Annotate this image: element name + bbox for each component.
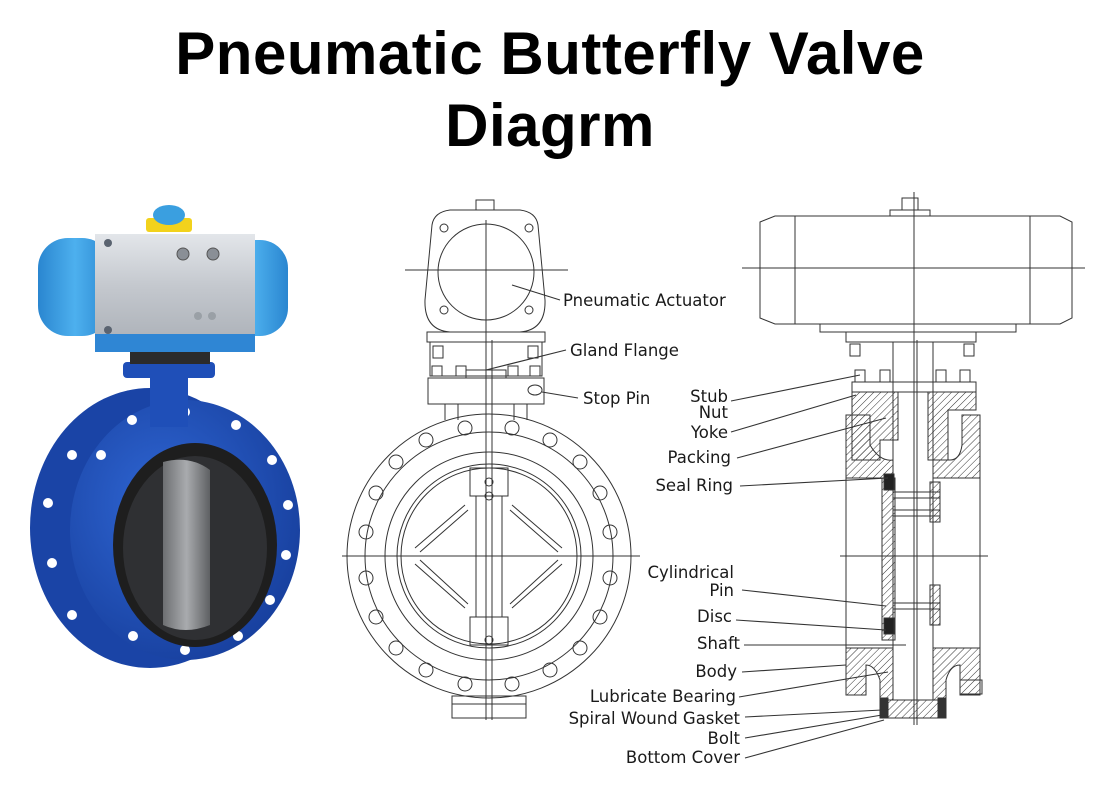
- label-lubricate-bearing: Lubricate Bearing: [589, 687, 736, 706]
- label-seal-ring: Seal Ring: [655, 476, 733, 495]
- label-cylindrical-pin-line1: Cylindrical: [647, 563, 734, 582]
- label-bolt: Bolt: [707, 729, 740, 748]
- leader-lines: [485, 284, 906, 759]
- label-shaft: Shaft: [696, 634, 740, 653]
- section-view-drawing: [742, 192, 1085, 725]
- label-gland-flange: Gland Flange: [570, 341, 679, 360]
- diagram-title-line-2: Diagrm: [445, 92, 655, 159]
- label-yoke: Yoke: [690, 423, 728, 442]
- label-packing: Packing: [667, 448, 731, 467]
- label-bottom-cover: Bottom Cover: [625, 748, 740, 767]
- label-nut: Nut: [698, 403, 728, 422]
- label-spiral-wound-gasket: Spiral Wound Gasket: [568, 709, 740, 728]
- front-view-drawing: [342, 199, 640, 720]
- label-cylindrical-pin-line2: Pin: [709, 581, 734, 600]
- label-disc: Disc: [697, 607, 732, 626]
- label-stop-pin: Stop Pin: [583, 389, 651, 408]
- label-body: Body: [695, 662, 737, 681]
- label-pneumatic-actuator: Pneumatic Actuator: [563, 291, 726, 310]
- label-stub: Stub: [690, 387, 728, 406]
- valve-photo: [30, 205, 300, 668]
- diagram-title-line-1: Pneumatic Butterfly Valve: [175, 20, 925, 87]
